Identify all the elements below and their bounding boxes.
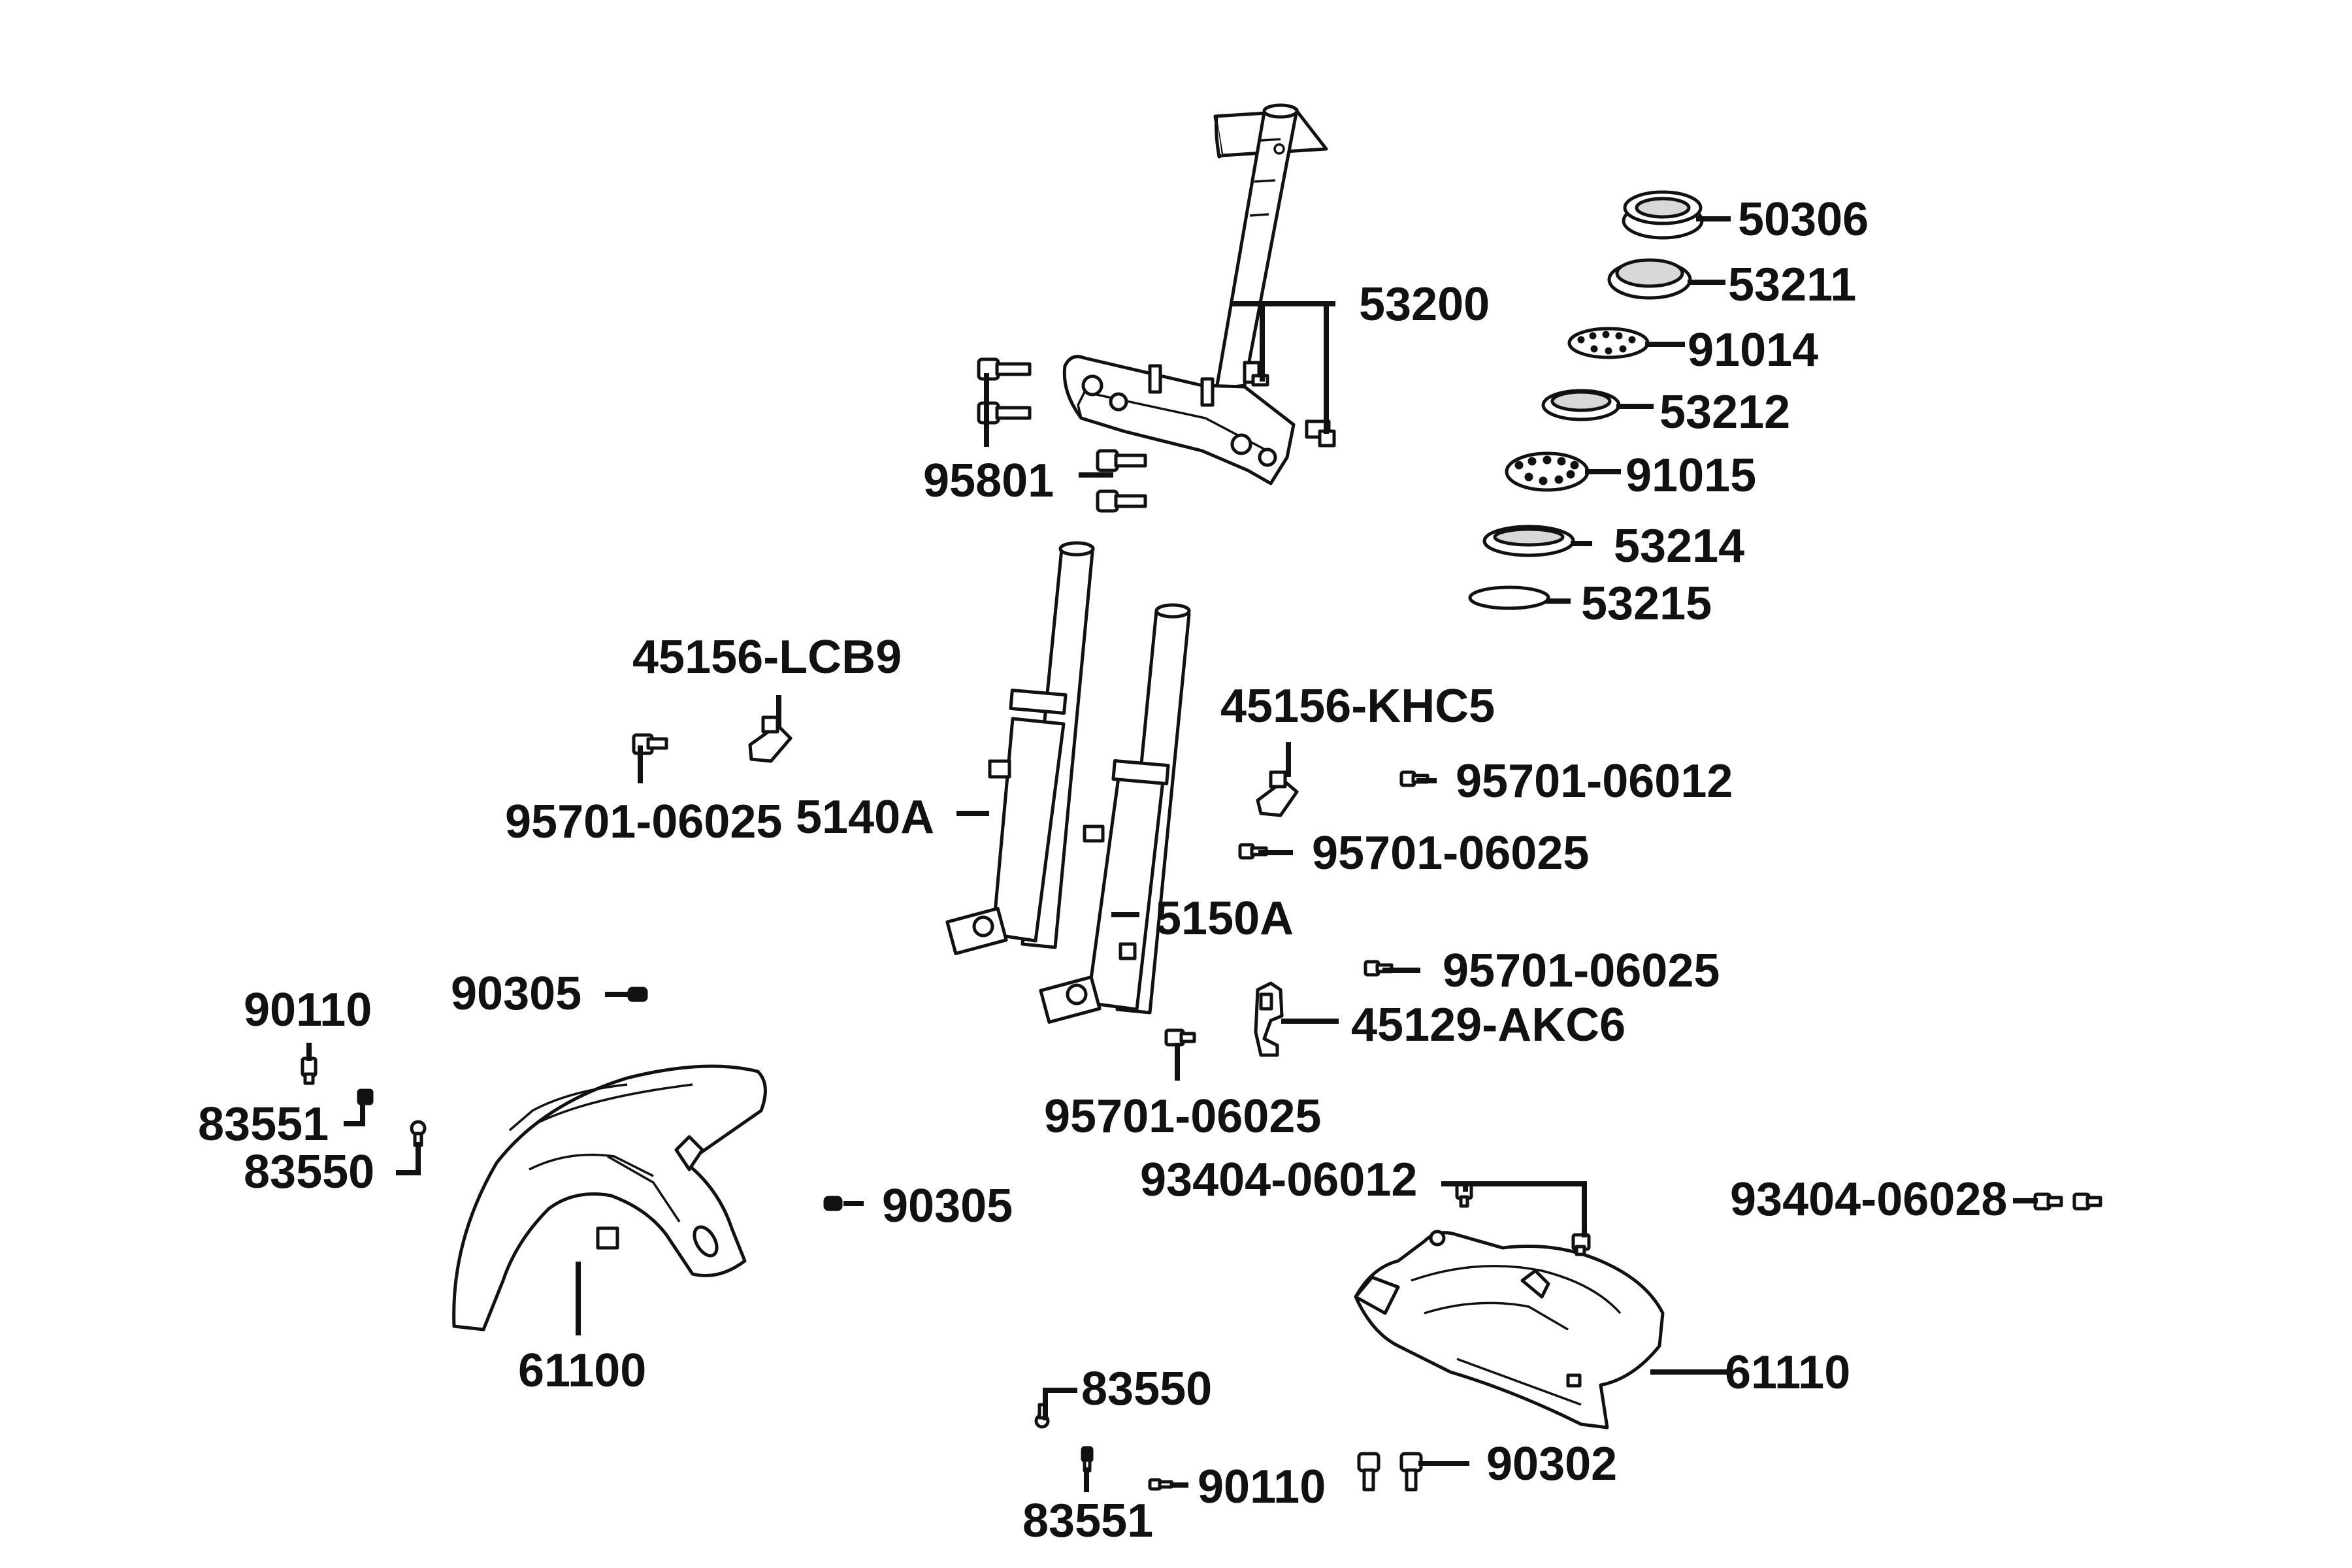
label-93404-06028: 93404-06028 <box>1730 1173 2007 1226</box>
lower-hardware-drawing <box>1034 1403 1423 1492</box>
leader-lines <box>306 216 2038 1492</box>
label-90302: 90302 <box>1486 1438 1617 1490</box>
label-83551-top: 83551 <box>198 1098 329 1151</box>
label-93404-06012: 93404-06012 <box>1140 1154 1417 1206</box>
screws-93404-drawing <box>1455 1182 2102 1256</box>
bracket-45156-lcb9-drawing <box>632 715 792 763</box>
label-95701-06025-mid: 95701-06025 <box>1312 827 1589 879</box>
bracket-45156-khc5-drawing <box>1256 770 1299 817</box>
label-5140a: 5140A <box>796 791 934 843</box>
label-90305-top: 90305 <box>451 968 581 1020</box>
part-labels: 50306 53211 91014 53212 91015 53214 5321… <box>198 193 2007 1547</box>
label-53200: 53200 <box>1359 278 1490 331</box>
label-5150a: 5150A <box>1155 892 1294 945</box>
label-91015: 91015 <box>1625 449 1756 502</box>
front-fender-61100-drawing <box>452 1064 767 1331</box>
label-95701-06012: 95701-06012 <box>1456 755 1733 808</box>
label-83551-bottom: 83551 <box>1022 1495 1153 1547</box>
label-45156-khc5: 45156-KHC5 <box>1220 680 1495 732</box>
label-61100: 61100 <box>518 1345 646 1397</box>
label-53211: 53211 <box>1728 259 1856 311</box>
label-90305-mid: 90305 <box>882 1180 1013 1232</box>
label-61110: 61110 <box>1725 1347 1850 1399</box>
clip-45129-akc6-drawing <box>1254 981 1284 1057</box>
screws-95701-drawing <box>1164 770 1429 1047</box>
label-53214: 53214 <box>1614 520 1744 572</box>
fork-5140a-drawing <box>945 541 1095 956</box>
label-83550-top: 83550 <box>244 1146 374 1198</box>
label-53212: 53212 <box>1659 386 1790 438</box>
steering-stem-drawing <box>1062 103 1336 485</box>
label-50306: 50306 <box>1738 193 1869 246</box>
label-95801: 95801 <box>923 455 1054 507</box>
label-45129-akc6: 45129-AKC6 <box>1351 999 1625 1051</box>
label-95701-06025-lower: 95701-06025 <box>1044 1090 1321 1143</box>
label-45156-lcb9: 45156-LCB9 <box>632 631 902 683</box>
inner-fender-61110-drawing <box>1354 1230 1665 1429</box>
label-83550-bottom: 83550 <box>1081 1363 1212 1415</box>
label-90110-top: 90110 <box>244 984 372 1036</box>
label-53215: 53215 <box>1581 578 1712 630</box>
bolt-95801-drawing <box>977 357 1147 513</box>
label-90110-bottom: 90110 <box>1198 1461 1326 1513</box>
label-91014: 91014 <box>1688 324 1818 376</box>
label-95701-06025-left: 95701-06025 <box>505 796 782 848</box>
label-95701-06025-right: 95701-06025 <box>1443 945 1720 997</box>
